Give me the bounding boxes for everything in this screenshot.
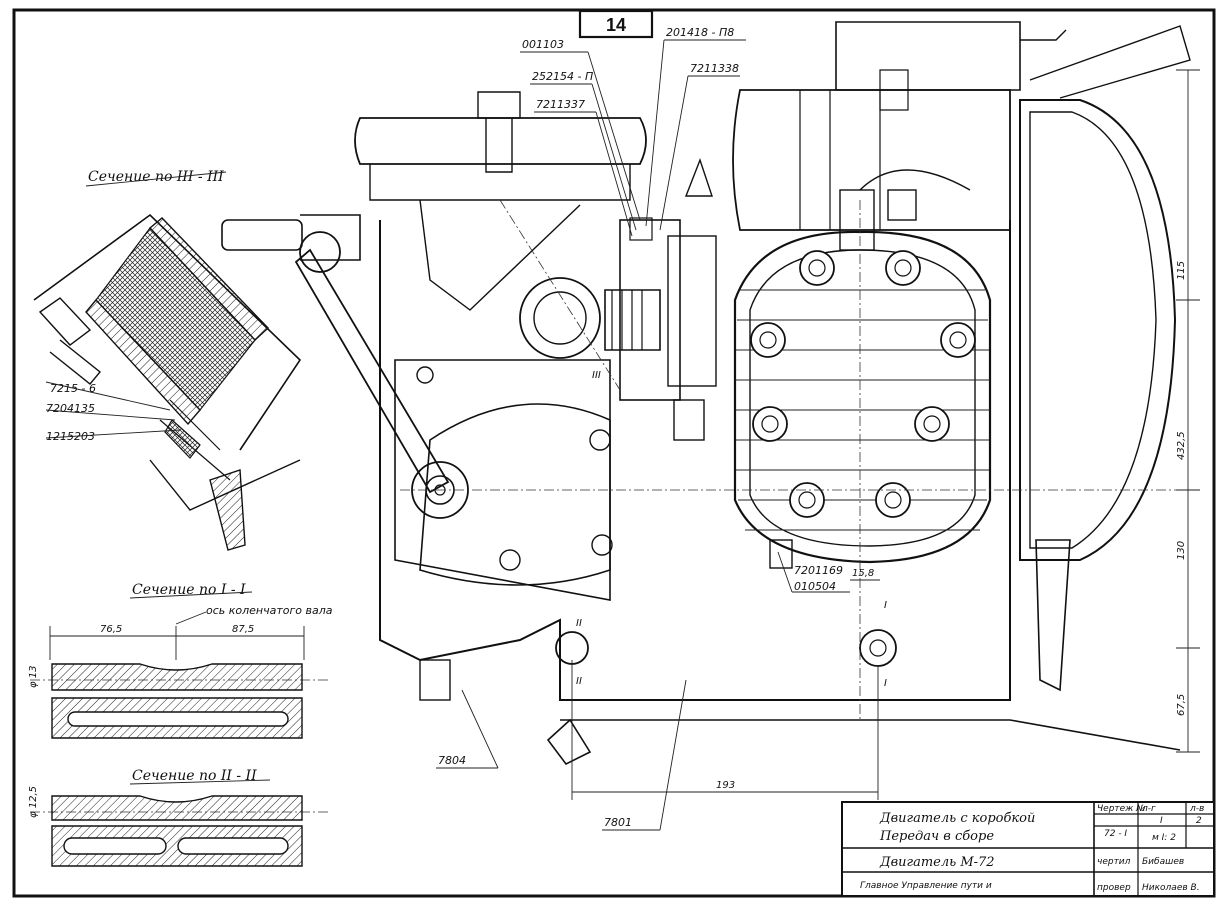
generator [732, 21, 1191, 251]
title-line-1: Двигатель с коробкой [879, 811, 1035, 826]
head-bolt [799, 250, 835, 286]
dimensions: 115 432,5 130 67,5 193 15,8 [571, 69, 1200, 800]
section-mark-2-bottom: II [576, 676, 582, 687]
dim-115: 115 [1176, 261, 1187, 280]
assembly-name: Двигатель М-72 [879, 855, 995, 870]
drawing-no-label: Чертеж № [1097, 804, 1146, 814]
part-201418: 201418 - П8 [666, 26, 734, 39]
head-bolt [789, 482, 825, 518]
part-7211337: 7211337 [536, 98, 585, 111]
sheet-number-tab: 14 [578, 9, 654, 39]
head-bolt [885, 250, 921, 286]
sheet-label: л-г [1141, 804, 1156, 814]
dim-193: 193 [716, 780, 735, 791]
section-2-view: Сечение по II - II φ 12,5 [28, 768, 330, 867]
dim-d12-5: φ 12,5 [28, 786, 39, 818]
engine-main-view: I I II II III [221, 21, 1191, 766]
title-block: Двигатель с коробкой Передач в сборе Дви… [841, 801, 1215, 897]
scale: м I: 2 [1152, 833, 1176, 843]
section-mark-1-top: I [884, 600, 887, 611]
section-1-label: Сечение по I - I [132, 582, 246, 598]
sheet-value: I [1160, 816, 1163, 826]
section-mark-2-top: II [576, 618, 582, 629]
kick-starter-lever [221, 214, 469, 519]
section-2-label: Сечение по II - II [132, 768, 257, 784]
head-bolt [940, 322, 976, 358]
dim-67-5: 67,5 [1176, 694, 1187, 716]
head-bolt [875, 482, 911, 518]
callouts: 001103 201418 - П8 252154 - П 7211338 72… [436, 26, 850, 831]
head-bolt [914, 406, 950, 442]
head-bolt [750, 322, 786, 358]
part-7204135: 7204135 [46, 402, 95, 415]
head-bolt [752, 406, 788, 442]
section-mark-1-bottom: I [884, 678, 887, 689]
organization: Главное Управление пути и [860, 881, 992, 891]
carburettor [519, 157, 717, 441]
dim-432-5: 432,5 [1176, 431, 1187, 460]
part-7801: 7801 [604, 816, 632, 829]
drawn-label: чертил [1097, 857, 1131, 867]
dim-d13: φ 13 [28, 666, 39, 689]
section-1-view: Сечение по I - I ось коленчатого вала 76… [28, 582, 333, 739]
drawn-by: Бибашев [1142, 857, 1184, 867]
part-010504: 010504 [794, 580, 836, 593]
part-1215203: 1215203 [46, 430, 95, 443]
part-7211338: 7211338 [690, 62, 739, 75]
part-252154: 252154 - П [532, 70, 593, 83]
dim-87-5: 87,5 [232, 624, 254, 635]
drawing-no: 72 - I [1104, 829, 1127, 839]
crank-axis-label: ось коленчатого вала [206, 604, 333, 617]
cylinder-head [733, 230, 992, 564]
dim-76-5: 76,5 [100, 624, 122, 635]
sheets-label: л-в [1189, 804, 1204, 814]
title-line-2: Передач в сборе [879, 829, 994, 844]
part-7804: 7804 [438, 754, 466, 767]
part-7201169: 7201169 [794, 564, 843, 577]
checked-by: Николаев В. [1142, 883, 1200, 893]
sheets-value: 2 [1196, 816, 1202, 826]
sheet-number: 14 [606, 15, 626, 35]
dim-15-8: 15,8 [852, 568, 874, 579]
part-001103: 001103 [522, 38, 564, 51]
part-7215-6: 7215 - 6 [50, 382, 96, 395]
dim-130: 130 [1176, 541, 1187, 560]
section-3-view: Сечение по III - III 7215 - 6 7204135 12… [33, 169, 302, 551]
section-mark-3: III [592, 370, 601, 381]
checked-label: провер [1097, 883, 1131, 893]
section-3-label: Сечение по III - III [88, 169, 224, 185]
